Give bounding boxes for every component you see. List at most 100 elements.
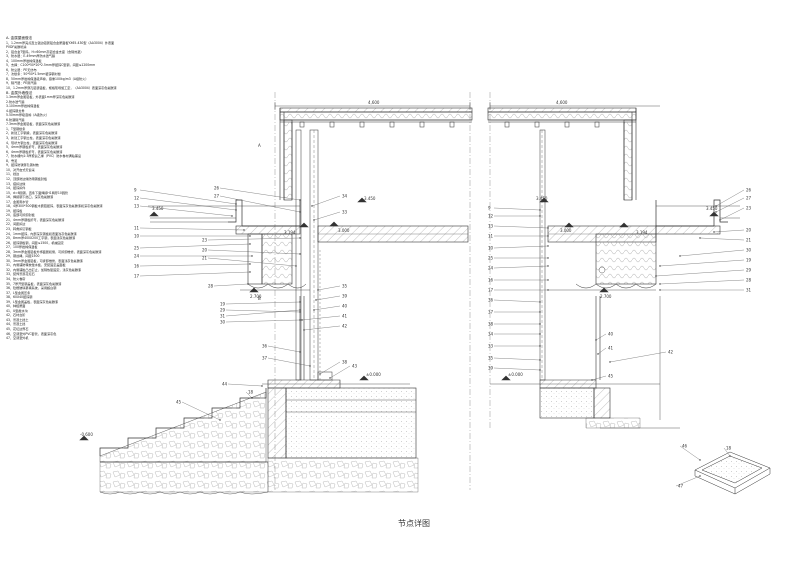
note-item: 46、空调室外PVC套管，表面深灰色 [6, 331, 57, 336]
callout: 43 [329, 364, 358, 379]
callout-dot [659, 265, 661, 267]
note-item: 7、次檩条：50*50*1.5mm镀锌钢衬檩 [6, 72, 61, 77]
note-item: 10、对开启式天窗采 [6, 167, 35, 172]
callout-number: 31 [220, 314, 226, 319]
callout-leader [493, 245, 549, 249]
callout-dot [539, 333, 541, 335]
callout-leader [655, 269, 745, 277]
callout-leader [679, 249, 745, 257]
callout-number: 9 [488, 206, 491, 211]
callout: 26 [715, 188, 752, 207]
elev-right-b: 3.450 [706, 206, 718, 211]
callout-dot [597, 353, 599, 355]
callout-number: 29 [220, 308, 226, 313]
callout-number: 42 [342, 324, 348, 329]
callout-number: 34 [488, 332, 494, 337]
callout-number: 24 [488, 266, 494, 271]
callout: 46 [679, 444, 701, 461]
callout-dot [309, 365, 311, 367]
callout-dot [655, 275, 657, 277]
callout-number: 12 [134, 196, 140, 201]
callout-number: 46 [682, 444, 688, 449]
note-item: 38、60X40镀锌钢 [6, 295, 33, 300]
callout-leader [181, 401, 221, 421]
note-item: 5、支撑：C100*50*20*2.5mm厚镀锌C型钢，间距≤1200mm [6, 63, 96, 68]
callout-number: 36 [488, 298, 494, 303]
callout-dot [261, 385, 263, 387]
note-item: 7、防水槽内1:3厚聚氨乙烯（PVC）防水卷材满粘铺设 [6, 154, 81, 159]
callout-dot [547, 235, 549, 237]
callout-number: 30 [220, 320, 226, 325]
callout-number: 38 [488, 322, 494, 327]
callout-dot [299, 301, 301, 303]
callout-number: 23 [202, 238, 208, 243]
callout: 11 [134, 226, 245, 231]
callout-leader [139, 243, 251, 249]
callout-dot [719, 219, 721, 221]
callout-dot [547, 289, 549, 291]
callout-leader [713, 229, 745, 233]
callout-leader [609, 351, 667, 363]
elev-left-b: 3.450 [364, 196, 376, 201]
callout-number: 28 [746, 278, 752, 283]
note-item: 18、4厚300*300钢板木蘑菇镀锌，表面深灰色氟碳漆和深灰色氟碳漆 [6, 204, 103, 209]
callout-dot [539, 323, 541, 325]
callout-dot [659, 283, 661, 285]
callout-dot [713, 231, 715, 233]
callout: 31 [220, 309, 301, 319]
callout-leader [719, 207, 745, 221]
callout-leader [225, 309, 301, 317]
elev-beam-left: 3.000 [338, 228, 350, 233]
callout-dot [659, 289, 661, 291]
callout-number: 26 [746, 188, 752, 193]
callout-dot [539, 301, 541, 303]
callout-leader [139, 271, 251, 277]
callout-number: 42 [668, 350, 674, 355]
callout: 17 [488, 288, 549, 293]
note-item: PVDF氟碳喷涂 [6, 45, 27, 50]
callout-dot [699, 237, 701, 239]
callout-leader [723, 447, 731, 457]
callout: 35 [488, 356, 541, 361]
callout-dot [591, 379, 593, 381]
callout-number: 10 [134, 234, 140, 239]
callout: 40 [595, 332, 614, 341]
callout-dot [609, 361, 611, 363]
callout-dot [679, 255, 681, 257]
callout: 45 [591, 374, 614, 381]
note-item: 1、1.2mm厚亮点直立锁边铝镁锰合金屋面板YX65-430型（AA3004）外… [6, 40, 115, 45]
callout-leader [493, 367, 541, 371]
callout: 38 [319, 360, 348, 375]
note-item: 39、L型金属盖板，表面深灰色氟碳漆 [6, 299, 59, 304]
callout: 31 [659, 288, 752, 293]
callout-number: 16 [134, 264, 140, 269]
callout-number: 37 [488, 310, 494, 315]
callout: 42 [609, 350, 674, 363]
callout: 37 [262, 356, 311, 367]
note-item: 36、隐框玻璃幕墙系统，采用超白钢 [6, 286, 57, 291]
callout-dot [243, 229, 245, 231]
note-item: 15、d=6圆钢，直条下面焊接H1两@10圆管 [6, 190, 69, 195]
callout: 21 [699, 237, 752, 243]
callout: 16 [488, 278, 549, 283]
callout-dot [315, 299, 317, 301]
callout: 47 [675, 475, 701, 489]
callout: 39 [488, 366, 541, 371]
callout-dot [595, 339, 597, 341]
callout-number: 34 [342, 194, 348, 199]
callout-number: 39 [488, 366, 494, 371]
callout-number: 9 [134, 188, 137, 193]
note-item: 6.防潮隔汽膜 [6, 117, 25, 122]
callout-dot [251, 255, 253, 257]
notes-list: 1.3mm厚金属铝板，外表面1mm厚深灰色氟碳漆 2.防水透气膜 3.100mm… [6, 95, 228, 127]
callout-leader [315, 295, 341, 301]
drawing-title: 节点详图 [398, 519, 430, 528]
callout-dot [547, 245, 549, 247]
callout-leader [597, 347, 607, 355]
callout-number: 36 [262, 344, 268, 349]
callout-leader [303, 325, 341, 331]
note-item: 14、镀锌扣件 [6, 186, 26, 191]
dimension-labels: 4,600 4,600 A B 3.450 3.450 3.450 3.450 … [80, 100, 718, 437]
callout-leader [591, 375, 607, 381]
callout: 12 [488, 214, 541, 219]
